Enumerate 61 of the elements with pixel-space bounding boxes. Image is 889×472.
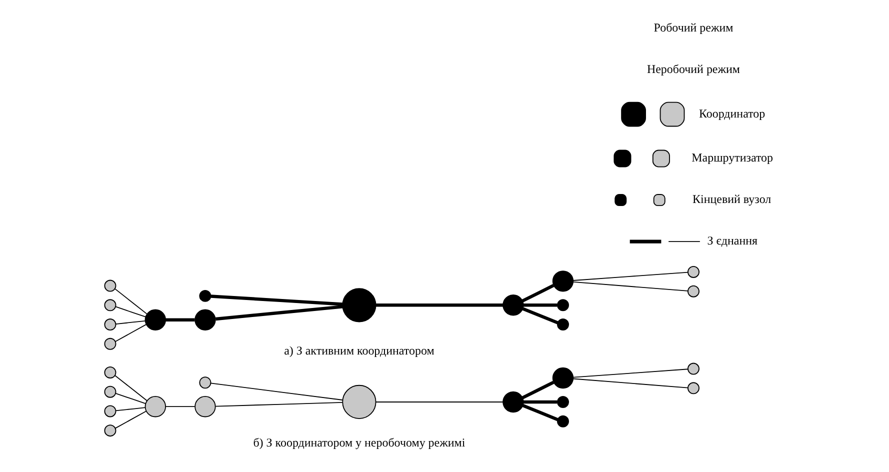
connector — [523, 304, 558, 307]
legend-label: Кінцевий вузол — [692, 192, 772, 206]
connector — [210, 382, 344, 400]
connector — [215, 402, 343, 407]
node-circle — [557, 318, 569, 331]
node-circle — [104, 405, 116, 418]
node-circle — [104, 424, 116, 437]
connector — [572, 272, 688, 281]
node-circle — [687, 266, 700, 278]
legend-label: З єднання — [707, 234, 758, 248]
node-circle — [552, 270, 574, 292]
node-circle — [104, 366, 116, 378]
node-circle — [502, 391, 524, 413]
node-circle — [144, 309, 166, 331]
node-circle — [557, 299, 569, 312]
connector — [522, 380, 554, 400]
connector — [522, 307, 558, 324]
connector — [210, 294, 343, 306]
label: а) З активним координатором — [284, 343, 434, 358]
connector — [522, 404, 558, 422]
label: Робочий режим — [654, 20, 734, 35]
connector — [115, 392, 146, 404]
node-circle — [144, 396, 166, 418]
node-circle — [557, 396, 569, 408]
connector — [114, 375, 148, 402]
connector — [572, 281, 688, 292]
node-circle — [199, 290, 212, 302]
label: Неробочий режим — [646, 62, 740, 76]
connector — [115, 324, 146, 342]
connector — [115, 410, 146, 429]
connector — [572, 368, 688, 378]
node-circle — [104, 299, 116, 312]
connector — [572, 378, 688, 388]
node-circle — [194, 396, 216, 418]
node-circle — [342, 384, 376, 420]
node-circle — [199, 376, 212, 389]
connector — [215, 305, 343, 321]
legend-label: Маршрутизатор — [692, 150, 774, 165]
connector — [165, 406, 196, 408]
node-circle — [557, 415, 569, 428]
connector — [522, 284, 554, 302]
connector — [115, 320, 146, 324]
node-circle — [194, 309, 216, 331]
node-circle — [104, 280, 116, 292]
connector — [376, 304, 504, 307]
node-circle — [552, 367, 574, 389]
node-circle — [104, 338, 116, 350]
connector — [166, 318, 195, 322]
node-circle — [104, 318, 116, 331]
connector — [115, 407, 146, 412]
connector — [115, 306, 146, 318]
node-circle — [502, 294, 524, 316]
legend-label: Координатор — [699, 106, 766, 120]
node-circle — [104, 386, 116, 398]
node-circle — [342, 288, 376, 322]
node-circle — [687, 362, 700, 375]
connector — [114, 288, 148, 314]
node-circle — [687, 285, 700, 298]
label: б) З координатором у неробочому режимі — [253, 436, 466, 450]
node-circle — [687, 382, 700, 394]
connector — [523, 400, 558, 404]
